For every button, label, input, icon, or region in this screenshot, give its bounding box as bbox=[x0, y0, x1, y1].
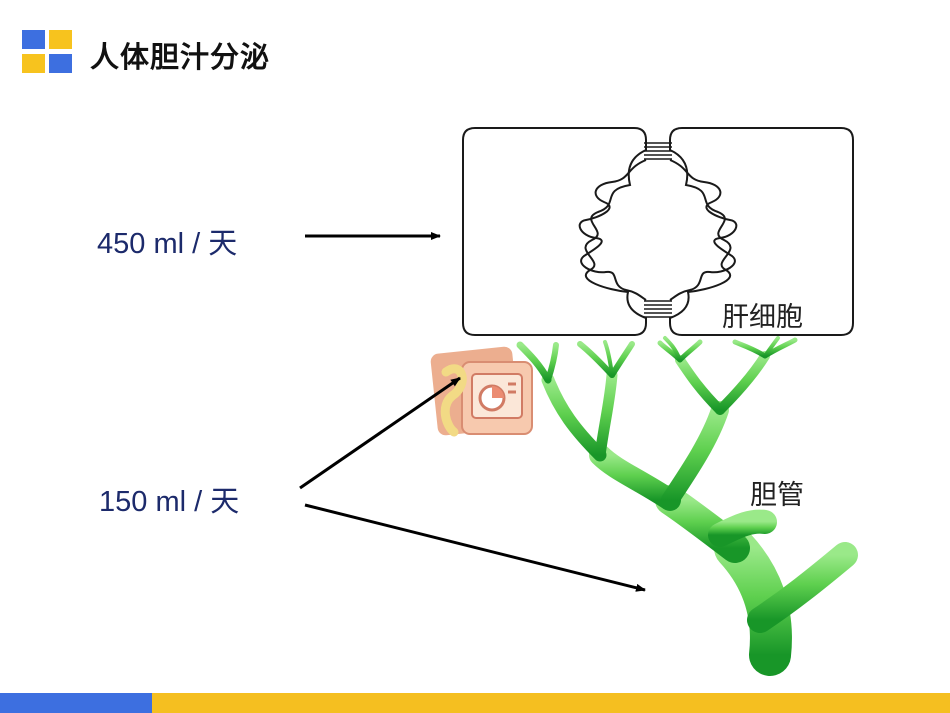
footer-bar-yellow bbox=[152, 693, 950, 713]
arrow-to-duct-lower bbox=[304, 503, 646, 592]
bile-canaliculus bbox=[578, 142, 738, 318]
footer-bar-blue bbox=[0, 693, 152, 713]
bile-duct-label: 胆管 bbox=[750, 480, 804, 511]
page-title: 人体胆汁分泌 bbox=[90, 40, 271, 74]
logo-squares-icon bbox=[22, 30, 74, 74]
arrow-to-duct-upper bbox=[299, 376, 461, 490]
presentation-media-icon bbox=[430, 346, 533, 437]
hepatocyte-label: 肝细胞 bbox=[722, 302, 803, 333]
bile-duct-tree bbox=[516, 336, 858, 676]
arrows bbox=[299, 232, 646, 592]
hepatocyte-left-cell bbox=[462, 127, 647, 336]
duct-rate-label: 150 ml / 天 bbox=[99, 486, 240, 518]
hepatocyte-rate-label: 450 ml / 天 bbox=[97, 228, 238, 260]
